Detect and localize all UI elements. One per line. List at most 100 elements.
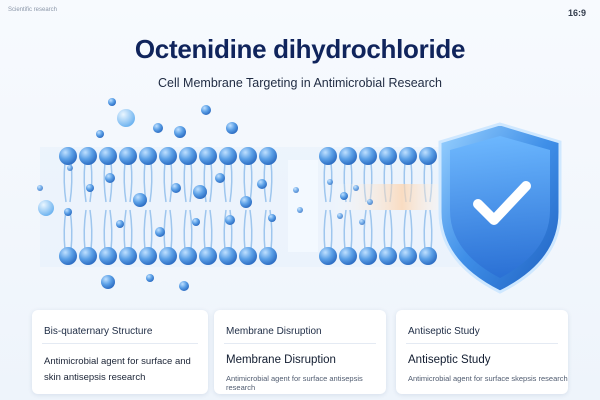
lipid-tail <box>63 161 67 203</box>
lipid-tail <box>109 209 113 251</box>
lipid-tail <box>229 209 233 251</box>
lipid-tail <box>243 209 247 251</box>
lipid-tail <box>123 209 127 251</box>
droplet-icon <box>215 173 225 183</box>
lipid-head <box>179 247 197 265</box>
card-heading: Antiseptic Study <box>408 326 480 337</box>
lipid-tail <box>349 209 353 251</box>
lipid-tail <box>403 209 407 251</box>
card-title: Membrane Disruption <box>226 354 336 366</box>
lipid-head <box>199 247 217 265</box>
lipid-tail <box>89 161 93 203</box>
lipid-head <box>139 147 157 165</box>
droplet-icon <box>86 184 94 192</box>
feature-card-structure: Bis-quaternary Structure Antimicrobial a… <box>32 310 208 394</box>
lipid-head <box>259 147 277 165</box>
lipid-tail <box>223 209 227 251</box>
lipid-tail <box>383 209 387 251</box>
lipid-head <box>339 247 357 265</box>
lipid-head <box>419 147 437 165</box>
droplet-icon <box>240 196 252 208</box>
lipid-head <box>239 247 257 265</box>
droplet-icon <box>193 185 207 199</box>
lipid-head <box>359 147 377 165</box>
droplet-icon <box>225 215 235 225</box>
lipid-head <box>119 147 137 165</box>
droplet-icon <box>153 123 163 133</box>
lipid-head <box>239 147 257 165</box>
droplet-icon <box>64 208 72 216</box>
lipid-tail <box>343 209 347 251</box>
membrane-illustration <box>37 98 562 294</box>
lipid-head <box>399 247 417 265</box>
card-divider <box>406 343 558 344</box>
card-description: Antimicrobial agent for surface and skin… <box>44 356 191 383</box>
lipid-tail <box>83 209 87 251</box>
lipid-head <box>319 147 337 165</box>
droplet-icon <box>353 185 359 191</box>
lipid-head <box>99 247 117 265</box>
lipid-tail <box>389 209 393 251</box>
lipid-head <box>159 147 177 165</box>
droplet-icon <box>340 192 348 200</box>
droplet-icon <box>67 165 73 171</box>
lipid-tail <box>129 161 133 203</box>
lipid-head <box>339 147 357 165</box>
droplet-icon <box>359 219 365 225</box>
droplet-icon <box>146 274 154 282</box>
droplet-icon <box>174 126 186 138</box>
droplet-icon <box>226 122 238 134</box>
feature-card-disruption: Membrane Disruption Membrane Disruption … <box>214 310 386 394</box>
droplet-icon <box>105 173 115 183</box>
droplet-icon <box>327 179 333 185</box>
droplet-icon <box>133 193 147 207</box>
droplet-icon <box>38 200 54 216</box>
lipid-tail <box>183 209 187 251</box>
lipid-tail <box>103 161 107 203</box>
check-mark-icon <box>473 181 531 225</box>
lipid-tail <box>209 161 213 203</box>
card-description: Antimicrobial agent for surface antiseps… <box>226 374 363 392</box>
lipid-bilayer <box>59 147 437 265</box>
card-heading: Bis-quaternary Structure <box>44 326 153 337</box>
lipid-tail <box>149 161 153 203</box>
lipid-tail <box>369 209 373 251</box>
lipid-head <box>59 247 77 265</box>
lipid-tail <box>363 209 367 251</box>
lipid-head <box>59 147 77 165</box>
lipid-tail <box>329 209 333 251</box>
lipid-tail <box>269 209 273 251</box>
lipid-head <box>159 247 177 265</box>
lipid-tail <box>169 209 173 251</box>
shield-check-icon <box>438 122 562 294</box>
lipid-head <box>139 247 157 265</box>
droplet-icon <box>171 183 181 193</box>
droplet-icon <box>337 213 343 219</box>
droplet-icon <box>192 218 200 226</box>
lipid-tail <box>323 209 327 251</box>
antimicrobial-particles <box>37 98 373 291</box>
lipid-tail <box>129 209 133 251</box>
lipid-tail <box>149 209 153 251</box>
droplet-icon <box>155 227 165 237</box>
lipid-tail <box>229 161 233 203</box>
droplet-icon <box>201 105 211 115</box>
card-divider <box>224 343 376 344</box>
membrane-pore <box>288 160 318 252</box>
lipid-tail <box>409 209 413 251</box>
lipid-head <box>379 247 397 265</box>
lipid-tail <box>163 161 167 203</box>
lipid-head <box>199 147 217 165</box>
lipid-tail <box>189 209 193 251</box>
lipid-head <box>79 247 97 265</box>
lipid-tail <box>223 161 227 203</box>
lipid-head <box>99 147 117 165</box>
lipid-head <box>179 147 197 165</box>
lipid-head <box>379 147 397 165</box>
droplet-icon <box>257 179 267 189</box>
corner-label: Scientific research <box>8 7 58 13</box>
droplet-icon <box>37 185 43 191</box>
lipid-head <box>219 247 237 265</box>
lipid-head <box>399 147 417 165</box>
droplet-icon <box>297 207 303 213</box>
